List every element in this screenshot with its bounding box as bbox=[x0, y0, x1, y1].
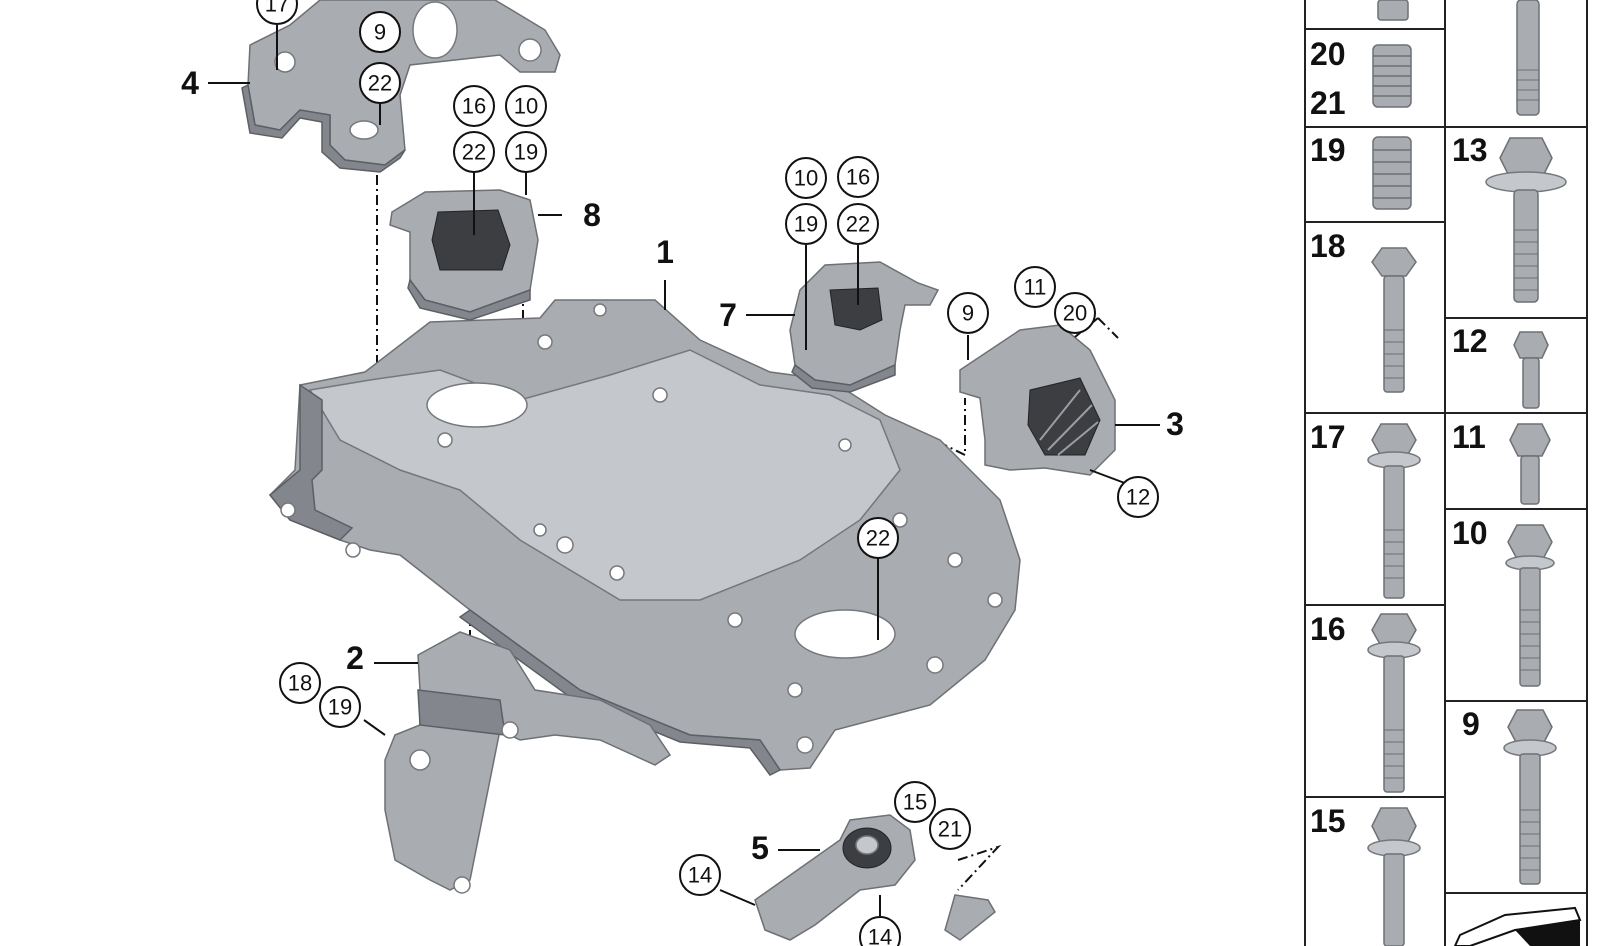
engine-mount-7 bbox=[789, 261, 940, 393]
fastener-legend: 20 21 19 13 18 12 17 11 10 16 9 15 bbox=[1304, 0, 1588, 946]
svg-text:19: 19 bbox=[328, 695, 352, 720]
callout-19: 19 bbox=[785, 203, 827, 245]
legend-number-12: 12 bbox=[1452, 323, 1488, 359]
package-icon bbox=[1453, 906, 1582, 946]
svg-text:22: 22 bbox=[866, 526, 890, 551]
svg-text:10: 10 bbox=[794, 166, 818, 191]
svg-text:22: 22 bbox=[462, 140, 486, 165]
svg-text:19: 19 bbox=[514, 140, 538, 165]
callout-19: 19 bbox=[319, 686, 361, 728]
part-number-1: 1 bbox=[656, 234, 674, 270]
subframe bbox=[268, 299, 1021, 776]
callout-10: 10 bbox=[505, 85, 547, 127]
callout-22: 22 bbox=[453, 131, 495, 173]
svg-text:21: 21 bbox=[938, 817, 962, 842]
svg-text:16: 16 bbox=[462, 94, 486, 119]
thread-insert-icon bbox=[1372, 44, 1412, 108]
callout-9: 9 bbox=[947, 292, 989, 334]
legend-number-10: 10 bbox=[1452, 515, 1488, 551]
svg-text:10: 10 bbox=[514, 94, 538, 119]
callout-22: 22 bbox=[857, 517, 899, 559]
flange-bolt-icon bbox=[1367, 423, 1421, 599]
callout-18: 18 bbox=[279, 662, 321, 704]
legend-number-17: 17 bbox=[1310, 419, 1346, 455]
legend-number-18: 18 bbox=[1310, 228, 1346, 264]
legend-number-20: 20 bbox=[1310, 36, 1346, 72]
flange-bolt-icon bbox=[1503, 709, 1557, 885]
torque-rod-5 bbox=[754, 814, 996, 941]
part-number-5: 5 bbox=[751, 830, 769, 866]
svg-text:22: 22 bbox=[368, 71, 392, 96]
lower-bracket-2 bbox=[384, 631, 672, 894]
callout-15: 15 bbox=[894, 781, 936, 823]
legend-number-19: 19 bbox=[1310, 132, 1346, 168]
legend-number-21: 21 bbox=[1310, 85, 1346, 121]
callouts: 17 9 22 16 10 22 19 10 16 19 22 9 11 20 … bbox=[256, 0, 1159, 946]
thread-insert-icon bbox=[1372, 136, 1412, 210]
legend-number-11: 11 bbox=[1452, 419, 1486, 455]
part-number-8: 8 bbox=[583, 197, 601, 233]
callout-11: 11 bbox=[1014, 266, 1056, 308]
svg-text:17: 17 bbox=[265, 0, 289, 17]
svg-text:22: 22 bbox=[846, 212, 870, 237]
svg-text:12: 12 bbox=[1126, 485, 1150, 510]
legend-number-9: 9 bbox=[1462, 706, 1480, 742]
part-number-4: 4 bbox=[181, 65, 199, 101]
bolt-icon bbox=[1516, 0, 1540, 116]
callout-14: 14 bbox=[679, 854, 721, 896]
callout-9: 9 bbox=[359, 11, 401, 53]
callout-14: 14 bbox=[859, 916, 901, 946]
callout-12: 12 bbox=[1117, 476, 1159, 518]
callout-22: 22 bbox=[359, 62, 401, 104]
transmission-mount-3 bbox=[959, 324, 1116, 476]
callout-19: 19 bbox=[505, 131, 547, 173]
legend-number-13: 13 bbox=[1452, 132, 1488, 168]
callout-10: 10 bbox=[785, 157, 827, 199]
svg-text:11: 11 bbox=[1024, 275, 1047, 300]
hex-bolt-icon bbox=[1371, 247, 1417, 393]
svg-text:14: 14 bbox=[688, 863, 712, 888]
flange-bolt-icon bbox=[1367, 613, 1421, 793]
callout-17: 17 bbox=[256, 0, 298, 25]
callout-21: 21 bbox=[929, 808, 971, 850]
callout-16: 16 bbox=[453, 85, 495, 127]
svg-text:9: 9 bbox=[962, 301, 974, 326]
part-number-7: 7 bbox=[719, 297, 737, 333]
legend-number-16: 16 bbox=[1310, 611, 1346, 647]
svg-text:9: 9 bbox=[374, 20, 386, 45]
svg-text:19: 19 bbox=[794, 212, 818, 237]
part-number-2: 2 bbox=[346, 640, 364, 676]
svg-text:14: 14 bbox=[868, 925, 892, 946]
svg-text:20: 20 bbox=[1063, 301, 1087, 326]
callout-22: 22 bbox=[837, 203, 879, 245]
svg-text:16: 16 bbox=[846, 165, 870, 190]
svg-text:18: 18 bbox=[288, 671, 312, 696]
flange-bolt-icon bbox=[1485, 137, 1567, 303]
flange-bolt-icon bbox=[1367, 807, 1421, 946]
engine-mount-8 bbox=[389, 189, 539, 321]
short-bolt-icon bbox=[1509, 423, 1551, 505]
callout-16: 16 bbox=[837, 156, 879, 198]
flange-bolt-icon bbox=[1505, 524, 1555, 687]
part-numbers: 1 2 3 4 5 7 8 bbox=[181, 65, 1184, 866]
part-number-3: 3 bbox=[1166, 406, 1184, 442]
thread-insert-icon bbox=[1377, 0, 1409, 21]
small-bolt-icon bbox=[1513, 331, 1549, 409]
legend-number-15: 15 bbox=[1310, 803, 1346, 839]
svg-text:15: 15 bbox=[903, 790, 927, 815]
upper-bracket bbox=[241, 0, 561, 173]
callout-20: 20 bbox=[1054, 292, 1096, 334]
